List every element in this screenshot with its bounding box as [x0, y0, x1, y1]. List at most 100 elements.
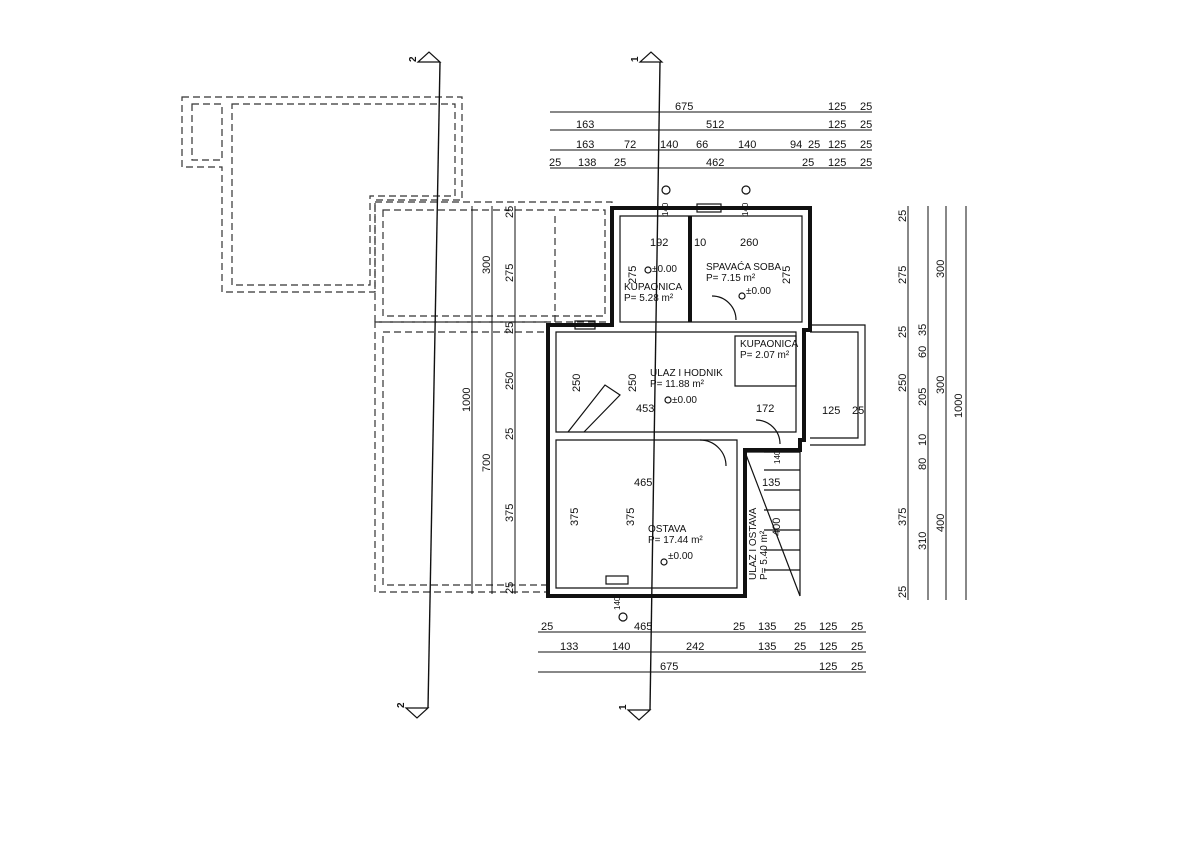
- dimension-lines: [471, 111, 967, 673]
- dim-right-mid-3: 400: [935, 514, 947, 532]
- building-walls: [546, 206, 866, 598]
- section-mark-bottom-left: 2: [396, 702, 407, 708]
- dim-left-in-5: 25: [504, 428, 516, 440]
- dim-bottom-1e: 25: [794, 621, 806, 633]
- dim-right-in-8: 10: [917, 434, 929, 446]
- room-ostava-area: P= 17.44 m²: [648, 535, 703, 546]
- dim-right-in-12: 25: [897, 586, 909, 598]
- dim-bottom-3b: 125: [819, 661, 837, 673]
- dim-int-192: 192: [650, 237, 668, 249]
- dim-int-400: 400: [771, 518, 783, 536]
- dim-top-3d: 66: [696, 139, 708, 151]
- dim-int-25: 25: [852, 405, 864, 417]
- dim-int-250a: 250: [571, 374, 583, 392]
- dim-right-in-6: 250: [897, 374, 909, 392]
- dim-bottom-2g: 25: [851, 641, 863, 653]
- dim-right-in-2: 275: [897, 266, 909, 284]
- room-ostava-name: OSTAVA: [648, 524, 687, 535]
- dim-left-in-4: 250: [504, 372, 516, 390]
- dim-top-4a: 25: [549, 157, 561, 169]
- window-markers: 140 140 140 140: [574, 185, 782, 622]
- section-lines: 2 1 2 1: [396, 51, 664, 721]
- dim-left-in-2: 275: [504, 264, 516, 282]
- window-label-2: 140: [741, 202, 750, 216]
- section-mark-bottom-right: 1: [618, 704, 629, 710]
- interior-dimensions: 192 10 260 275 275 250 250 453 172 125 2…: [569, 237, 864, 536]
- dim-int-135: 135: [762, 477, 780, 489]
- dim-bottom-1c: 25: [733, 621, 745, 633]
- section-mark-top-right: 1: [630, 56, 641, 62]
- dim-int-250b: 250: [627, 374, 639, 392]
- dim-top-1c: 25: [860, 101, 872, 113]
- dim-right-in-4: 60: [917, 346, 929, 358]
- dim-top-2a: 163: [576, 119, 594, 131]
- dim-bottom-2c: 242: [686, 641, 704, 653]
- dim-right-in-9: 80: [917, 458, 929, 470]
- dim-int-260: 260: [740, 237, 758, 249]
- dim-top-4e: 25: [802, 157, 814, 169]
- dim-top-1a: 675: [675, 101, 693, 113]
- dim-int-453: 453: [636, 403, 654, 415]
- dim-int-10: 10: [694, 237, 706, 249]
- dim-bottom-2f: 125: [819, 641, 837, 653]
- left-dimensions: 1000 300 700 25 275 25 250 25 375 25: [461, 206, 516, 594]
- dim-left-total: 1000: [461, 388, 473, 412]
- dim-right-in-1: 25: [897, 210, 909, 222]
- room-ulaz-ostava-area: P= 5.40 m²: [759, 530, 770, 580]
- room-kupaonica-2-area: P= 2.07 m²: [740, 350, 790, 361]
- dim-right-total: 1000: [953, 394, 965, 418]
- dim-int-125: 125: [822, 405, 840, 417]
- window-label-1: 140: [661, 202, 670, 216]
- dim-top-4b: 138: [578, 157, 596, 169]
- dim-top-4c: 25: [614, 157, 626, 169]
- section-mark-top-left: 2: [408, 56, 419, 62]
- bottom-dimensions: 25 465 25 135 25 125 25 133 140 242 135 …: [541, 621, 863, 673]
- dim-left-in-6: 375: [504, 504, 516, 522]
- dim-top-3a: 163: [576, 139, 594, 151]
- level-markers: [644, 266, 746, 566]
- dim-left-in-7: 25: [504, 582, 516, 594]
- dim-int-275a: 275: [627, 266, 639, 284]
- dim-right-mid-1: 300: [935, 260, 947, 278]
- dim-bottom-1g: 25: [851, 621, 863, 633]
- room-kupaonica-1-name: KUPAONICA: [624, 282, 682, 293]
- dim-int-465: 465: [634, 477, 652, 489]
- dim-bottom-3a: 675: [660, 661, 678, 673]
- dim-bottom-2e: 25: [794, 641, 806, 653]
- dim-int-375a: 375: [569, 508, 581, 526]
- dim-top-1b: 125: [828, 101, 846, 113]
- dim-bottom-1d: 135: [758, 621, 776, 633]
- dim-right-in-10: 375: [897, 508, 909, 526]
- dim-right-in-5: 35: [917, 324, 929, 336]
- dim-int-375b: 375: [625, 508, 637, 526]
- dim-right-mid-2: 300: [935, 376, 947, 394]
- room-spavaca-soba-level: ±0.00: [746, 286, 771, 297]
- room-spavaca-soba-area: P= 7.15 m²: [706, 273, 756, 284]
- dim-right-in-7: 205: [917, 388, 929, 406]
- room-ulaz-hodnik-area: P= 11.88 m²: [650, 379, 705, 390]
- dim-left-in-3: 25: [504, 322, 516, 334]
- dim-top-3h: 125: [828, 139, 846, 151]
- dim-bottom-2d: 135: [758, 641, 776, 653]
- dim-top-3f: 94: [790, 139, 802, 151]
- dim-int-275b: 275: [781, 266, 793, 284]
- dim-top-3g: 25: [808, 139, 820, 151]
- dim-bottom-3c: 25: [851, 661, 863, 673]
- top-dimensions: 675 125 25 163 512 125 25 163 72 140 66 …: [549, 101, 872, 169]
- dim-top-2d: 25: [860, 119, 872, 131]
- dim-top-4d: 462: [706, 157, 724, 169]
- right-dimensions: 1000 300 300 400 25 275 25 60 35 250 205…: [897, 210, 965, 598]
- dim-top-4f: 125: [828, 157, 846, 169]
- room-labels: KUPAONICA P= 5.28 m² ±0.00 SPAVAĆA SOBA …: [624, 260, 798, 580]
- dim-top-2c: 125: [828, 119, 846, 131]
- room-kupaonica-1-level: ±0.00: [652, 264, 677, 275]
- dim-top-3c: 140: [660, 139, 678, 151]
- dim-bottom-1a: 25: [541, 621, 553, 633]
- room-kupaonica-1-area: P= 5.28 m²: [624, 293, 674, 304]
- dim-top-2b: 512: [706, 119, 724, 131]
- room-ulaz-hodnik-level: ±0.00: [672, 395, 697, 406]
- room-ulaz-hodnik-name: ULAZ I HODNIK: [650, 368, 723, 379]
- dim-bottom-2a: 133: [560, 641, 578, 653]
- dim-left-mid-1: 300: [481, 256, 493, 274]
- dim-top-3i: 25: [860, 139, 872, 151]
